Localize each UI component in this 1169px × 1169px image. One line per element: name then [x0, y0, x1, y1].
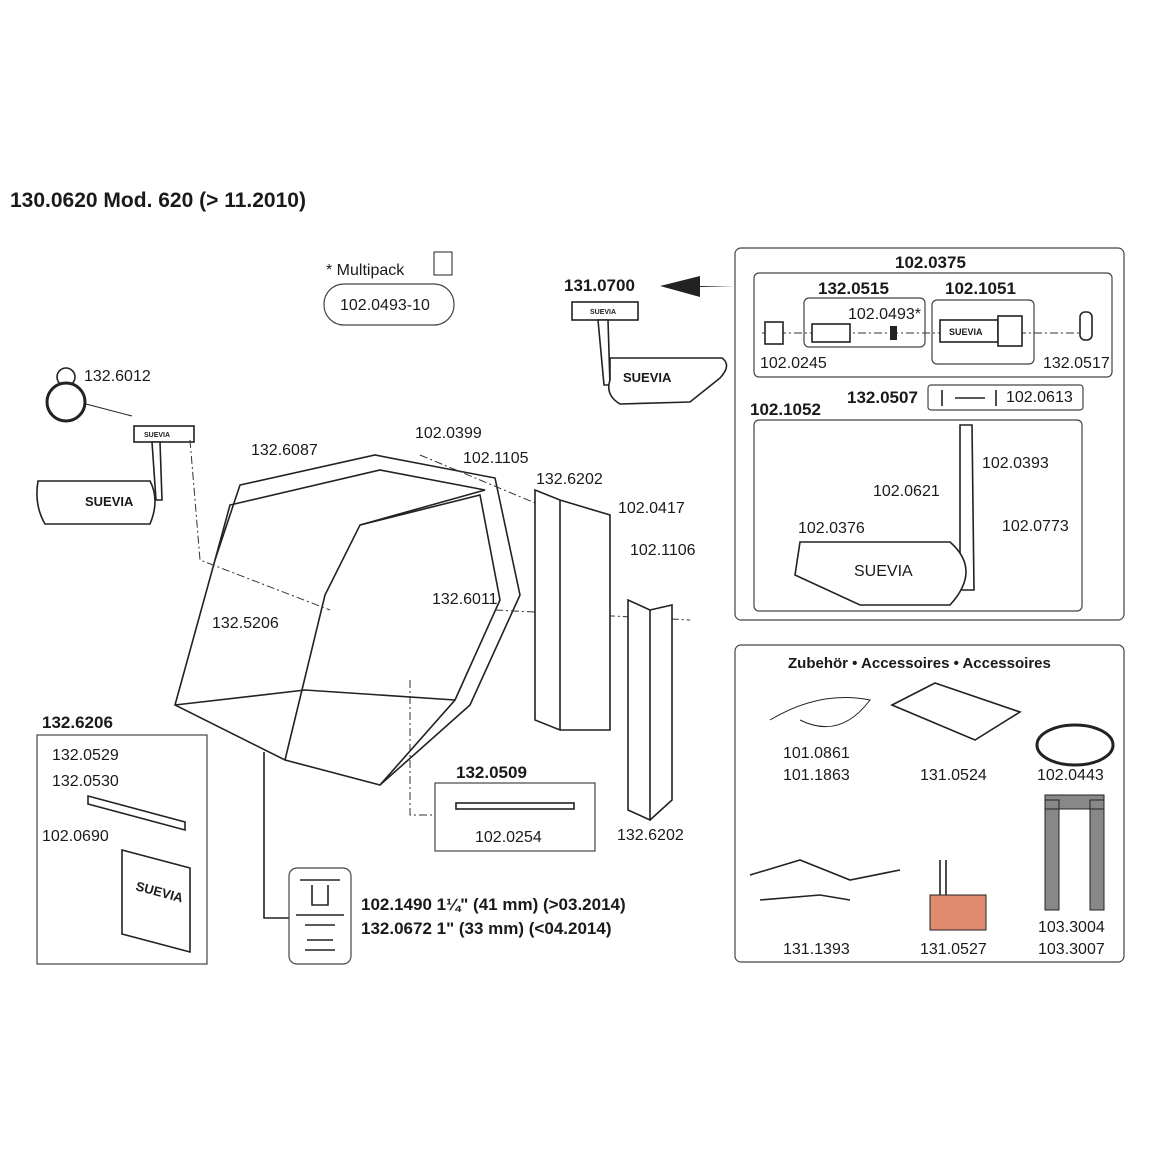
pipe-icon: [1044, 794, 1105, 911]
ring-heater-icon: [1035, 723, 1115, 767]
trough-frame: [174, 454, 521, 786]
bolt-label: 102.0773: [1002, 518, 1069, 535]
cover-rail: [87, 794, 186, 832]
valve-float: [607, 357, 728, 405]
fitting-icon: [764, 321, 784, 345]
left-valve-lever: [151, 441, 163, 501]
pin-icon: [941, 390, 997, 406]
multipack-part: 102.0493-10: [340, 297, 430, 314]
ring-icon: [45, 381, 87, 423]
bracket-bottom-label: 132.6202: [617, 827, 684, 844]
bracket-top-label: 132.6202: [536, 471, 603, 488]
bracket-top: [534, 488, 611, 732]
accessory-code: 103.3004: [1038, 919, 1105, 936]
nut-b-label: 102.1106: [630, 542, 696, 559]
float-icon: [794, 541, 967, 606]
accessories-title: Zubehör • Accessoires • Accessoires: [788, 655, 1051, 672]
right-part-label: 132.0517: [1043, 355, 1110, 372]
multipack-box: [323, 283, 455, 326]
rod-label: 132.5206: [212, 615, 279, 632]
pin-part-label: 102.0613: [1006, 389, 1073, 406]
outlet-label: 132.6011: [432, 591, 498, 608]
pin-set-box: [927, 384, 1084, 411]
drain-box: [288, 867, 352, 965]
drain-line-1: 102.1490 1¼" (41 mm) (>03.2014): [361, 895, 626, 914]
left-valve-logo: SUEVIA: [144, 432, 170, 439]
valve-ref-label: 131.0700: [564, 276, 635, 295]
accessory-code: 102.0443: [1037, 767, 1104, 784]
drain-leader: [263, 752, 290, 919]
heating-plate-icon: [890, 682, 1022, 741]
multipack-icon: [433, 251, 453, 276]
accessory-code: 131.0524: [920, 767, 987, 784]
heating-element-icon: [929, 894, 987, 931]
seal-icon: [890, 326, 897, 340]
cover-bolt-label: 132.0529: [52, 747, 119, 764]
float-logo: SUEVIA: [623, 370, 672, 385]
accessory-code: 131.1393: [783, 941, 850, 958]
bracket-bottom: [627, 598, 673, 822]
heating-cable-icon: [769, 697, 871, 728]
accessory-code: 101.1863: [783, 767, 850, 784]
drain-line-2: 132.0672 1" (33 mm) (<04.2014): [361, 919, 611, 938]
ring-leader: [85, 403, 133, 417]
valve-logo: SUEVIA: [590, 309, 616, 316]
washer-label: 102.1105: [463, 450, 529, 467]
rod-nut-label: 102.0254: [475, 829, 542, 846]
cover-washer-label: 132.0530: [52, 773, 119, 790]
rod-set-label: 132.0509: [456, 763, 527, 782]
cover-plate: [121, 848, 191, 954]
valve-body-logo: SUEVIA: [949, 327, 983, 337]
sub1-part-label: 102.0493*: [848, 306, 921, 323]
leader-line: [189, 439, 331, 611]
arrow-icon: [660, 276, 735, 297]
nozzle-icon: [811, 323, 851, 343]
rod-icon: [455, 802, 575, 810]
left-float: [36, 480, 156, 525]
cover-rail-label: 102.0690: [42, 828, 109, 845]
valve-lever: [597, 319, 611, 386]
accessory-code: 131.0527: [920, 941, 987, 958]
cover-set-title: 132.6206: [42, 713, 113, 732]
ring-label: 132.6012: [84, 368, 151, 385]
pin-set-title: 132.0507: [847, 388, 918, 407]
accessories-box: [734, 644, 1125, 963]
mount-bracket-icon: [749, 859, 901, 901]
thread-icon: [997, 315, 1023, 347]
left-part-label: 102.0245: [760, 355, 827, 372]
multipack-label: * Multipack: [326, 262, 405, 279]
knob-label: 102.0621: [873, 483, 940, 500]
diagram-title: 130.0620 Mod. 620 (> 11.2010): [10, 189, 306, 212]
lever-icon: [959, 424, 975, 591]
lever-label: 102.0393: [982, 455, 1049, 472]
nut-a-label: 102.0417: [618, 500, 685, 517]
screw-label: 102.0399: [415, 425, 482, 442]
sub2-title: 102.1051: [945, 279, 1016, 298]
nut-icon: [1079, 311, 1093, 341]
left-valve-body: [133, 425, 195, 443]
float-brand: SUEVIA: [854, 563, 913, 580]
valve-set-title: 102.0375: [895, 253, 966, 272]
float-label: 102.0376: [798, 520, 865, 537]
left-float-logo: SUEVIA: [85, 494, 134, 509]
sub1-title: 132.0515: [818, 279, 889, 298]
drain-icon: [296, 879, 344, 951]
accessory-code: 103.3007: [1038, 941, 1105, 958]
element-leads-icon: [939, 860, 947, 895]
accessory-code: 101.0861: [783, 745, 850, 762]
rod-set-box: [434, 782, 596, 852]
frame-label: 132.6087: [251, 442, 318, 459]
lever-set-title: 102.1052: [750, 400, 821, 419]
